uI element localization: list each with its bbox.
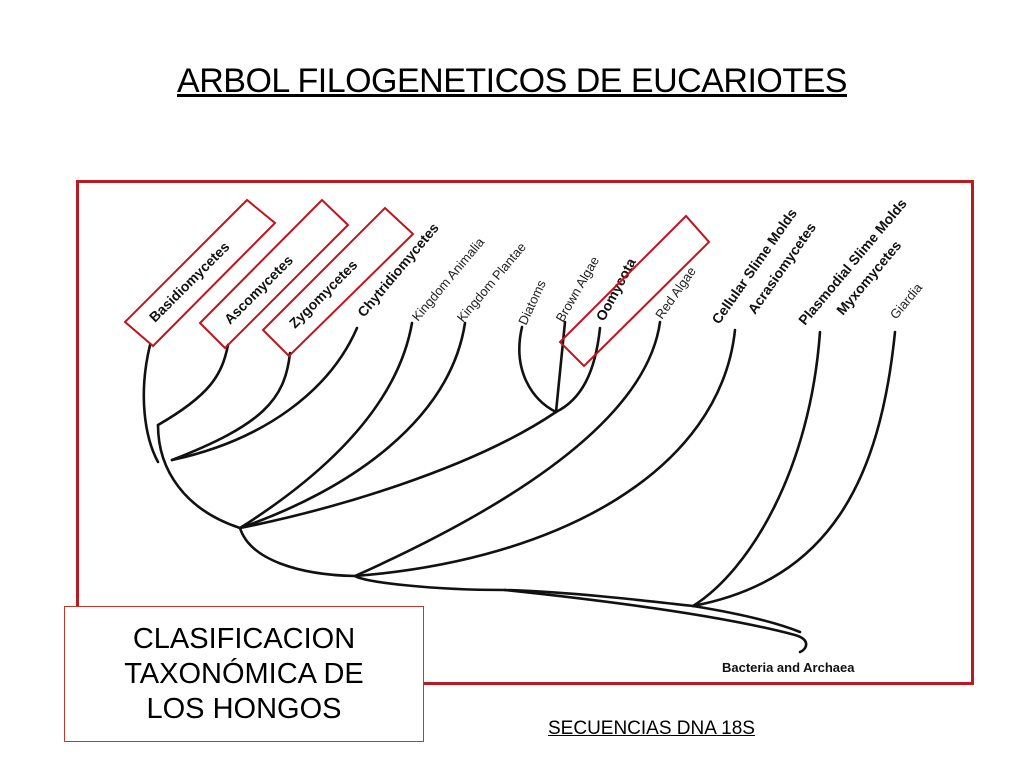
tree-branch bbox=[238, 410, 558, 530]
tree-branch bbox=[142, 343, 160, 464]
root-label: Bacteria and Archaea bbox=[722, 660, 855, 675]
tree-branch bbox=[691, 330, 822, 608]
tree-branch bbox=[170, 351, 292, 462]
tree-frame bbox=[76, 180, 974, 685]
tree-labels: BasidiomycetesAscomycetesZygomycetesChyt… bbox=[146, 195, 926, 675]
tree-branch bbox=[353, 574, 507, 592]
highlight-boxes bbox=[123, 198, 711, 368]
highlight-box-ascomycetes bbox=[198, 198, 350, 350]
taxon-label-giardia: Giardia bbox=[887, 280, 926, 322]
tree-branch bbox=[353, 320, 662, 578]
caption-box: CLASIFICACION TAXONÓMICA DE LOS HONGOS bbox=[64, 606, 424, 742]
taxon-label-basidiomycetes: Basidiomycetes bbox=[146, 238, 233, 325]
highlight-box-basidiomycetes bbox=[123, 198, 277, 348]
tree-branch bbox=[691, 604, 802, 634]
tree-branches bbox=[142, 320, 897, 654]
tree-branch bbox=[554, 320, 567, 414]
taxon-label-diatoms: Diatoms bbox=[515, 277, 549, 327]
footer-label: SECUENCIAS DNA 18S bbox=[548, 718, 755, 739]
highlight-box-zygomycetes bbox=[261, 206, 415, 358]
tree-branch bbox=[503, 588, 808, 654]
taxon-label-red-algae: Red Algae bbox=[652, 264, 699, 322]
tree-branch bbox=[156, 343, 230, 427]
tree-branch bbox=[353, 328, 737, 578]
slide-title: ARBOL FILOGENETICOS DE EUCARIOTES bbox=[177, 62, 847, 100]
tree-branch bbox=[170, 326, 359, 462]
tree-branch bbox=[156, 423, 242, 530]
tree-branch bbox=[691, 330, 897, 608]
tree-branch bbox=[238, 526, 357, 578]
tree-branch bbox=[554, 326, 602, 414]
caption-line-2: TAXONÓMICA DE bbox=[124, 657, 364, 690]
caption-line-1: CLASIFICACION bbox=[132, 622, 356, 655]
tree-branch bbox=[238, 321, 414, 530]
highlight-box-oomycota bbox=[558, 214, 711, 368]
tree-branch bbox=[518, 325, 558, 414]
caption-line-3: LOS HONGOS bbox=[146, 692, 342, 725]
tree-branch bbox=[238, 321, 467, 530]
taxon-label-zygomycetes: Zygomycetes bbox=[286, 256, 361, 331]
tree-branch bbox=[503, 588, 695, 608]
